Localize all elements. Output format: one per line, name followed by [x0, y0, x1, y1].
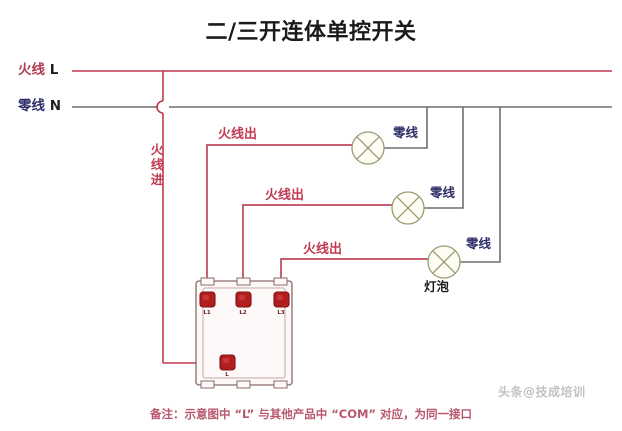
- live-out-label-3: 火线出: [303, 242, 343, 257]
- neutral-label-1: 零线: [393, 125, 419, 140]
- switch-tab-bottom-2: [236, 380, 251, 389]
- neutral-bus-label-en: N: [49, 98, 62, 114]
- neutral-bus-label: 零线 N: [18, 98, 62, 114]
- live-bus-label: 火线 L: [18, 62, 59, 78]
- page-title: 二/三开连体单控开关: [205, 20, 417, 45]
- switch-inner-frame: [202, 287, 286, 379]
- neutral-wire-group: [72, 106, 612, 263]
- live-in-label: 火线进: [150, 142, 164, 187]
- watermark: 头条@技成培训: [498, 385, 586, 399]
- live-out-label-2: 火线出: [265, 188, 305, 203]
- switch-body-group: [195, 277, 293, 389]
- switch-tab-bottom-1: [200, 380, 215, 389]
- bulb-label: 灯泡: [424, 279, 450, 294]
- terminal-label-L2: L2: [239, 310, 247, 316]
- switch-tab-top-3: [273, 277, 288, 286]
- switch-tab-bottom-3: [273, 380, 288, 389]
- switch-tab-top-2: [236, 277, 251, 286]
- live-out-runs: [206, 144, 428, 292]
- live-wire-group: [72, 70, 612, 364]
- live-out-label-1: 火线出: [218, 127, 258, 142]
- neutral-bus-label-cn: 零线: [18, 98, 45, 114]
- live-out-run-3: [280, 258, 428, 292]
- neutral-drop-lamp1: [384, 107, 428, 149]
- lamp-3: [427, 245, 461, 279]
- wire-hop-arc: [156, 100, 164, 114]
- neutral-drop-lamp3: [460, 107, 501, 263]
- lamp-group: [351, 131, 461, 279]
- live-bus-label-en: L: [49, 62, 59, 78]
- wire-L3-to-lamp3: [280, 258, 428, 292]
- footer-note: 备注：示意图中 “L” 与其他产品中 “COM” 对应，为同一接口: [150, 407, 472, 421]
- lamp-2: [391, 191, 425, 225]
- live-bus-label-cn: 火线: [18, 62, 45, 78]
- terminal-label-L1: L1: [203, 310, 211, 316]
- switch-output-group: [206, 144, 428, 292]
- live-out-run-2: [242, 204, 392, 292]
- neutral-label-3: 零线: [466, 236, 492, 251]
- neutral-label-2: 零线: [430, 185, 456, 200]
- lamp-1: [351, 131, 385, 165]
- live-out-run-1: [206, 144, 352, 292]
- switch-tab-top-1: [200, 277, 215, 286]
- neutral-drop-lamp2: [424, 107, 464, 209]
- wire-L1-to-lamp1: [206, 144, 352, 292]
- terminal-label-L: L: [225, 372, 229, 378]
- terminal-label-L3: L3: [277, 310, 285, 316]
